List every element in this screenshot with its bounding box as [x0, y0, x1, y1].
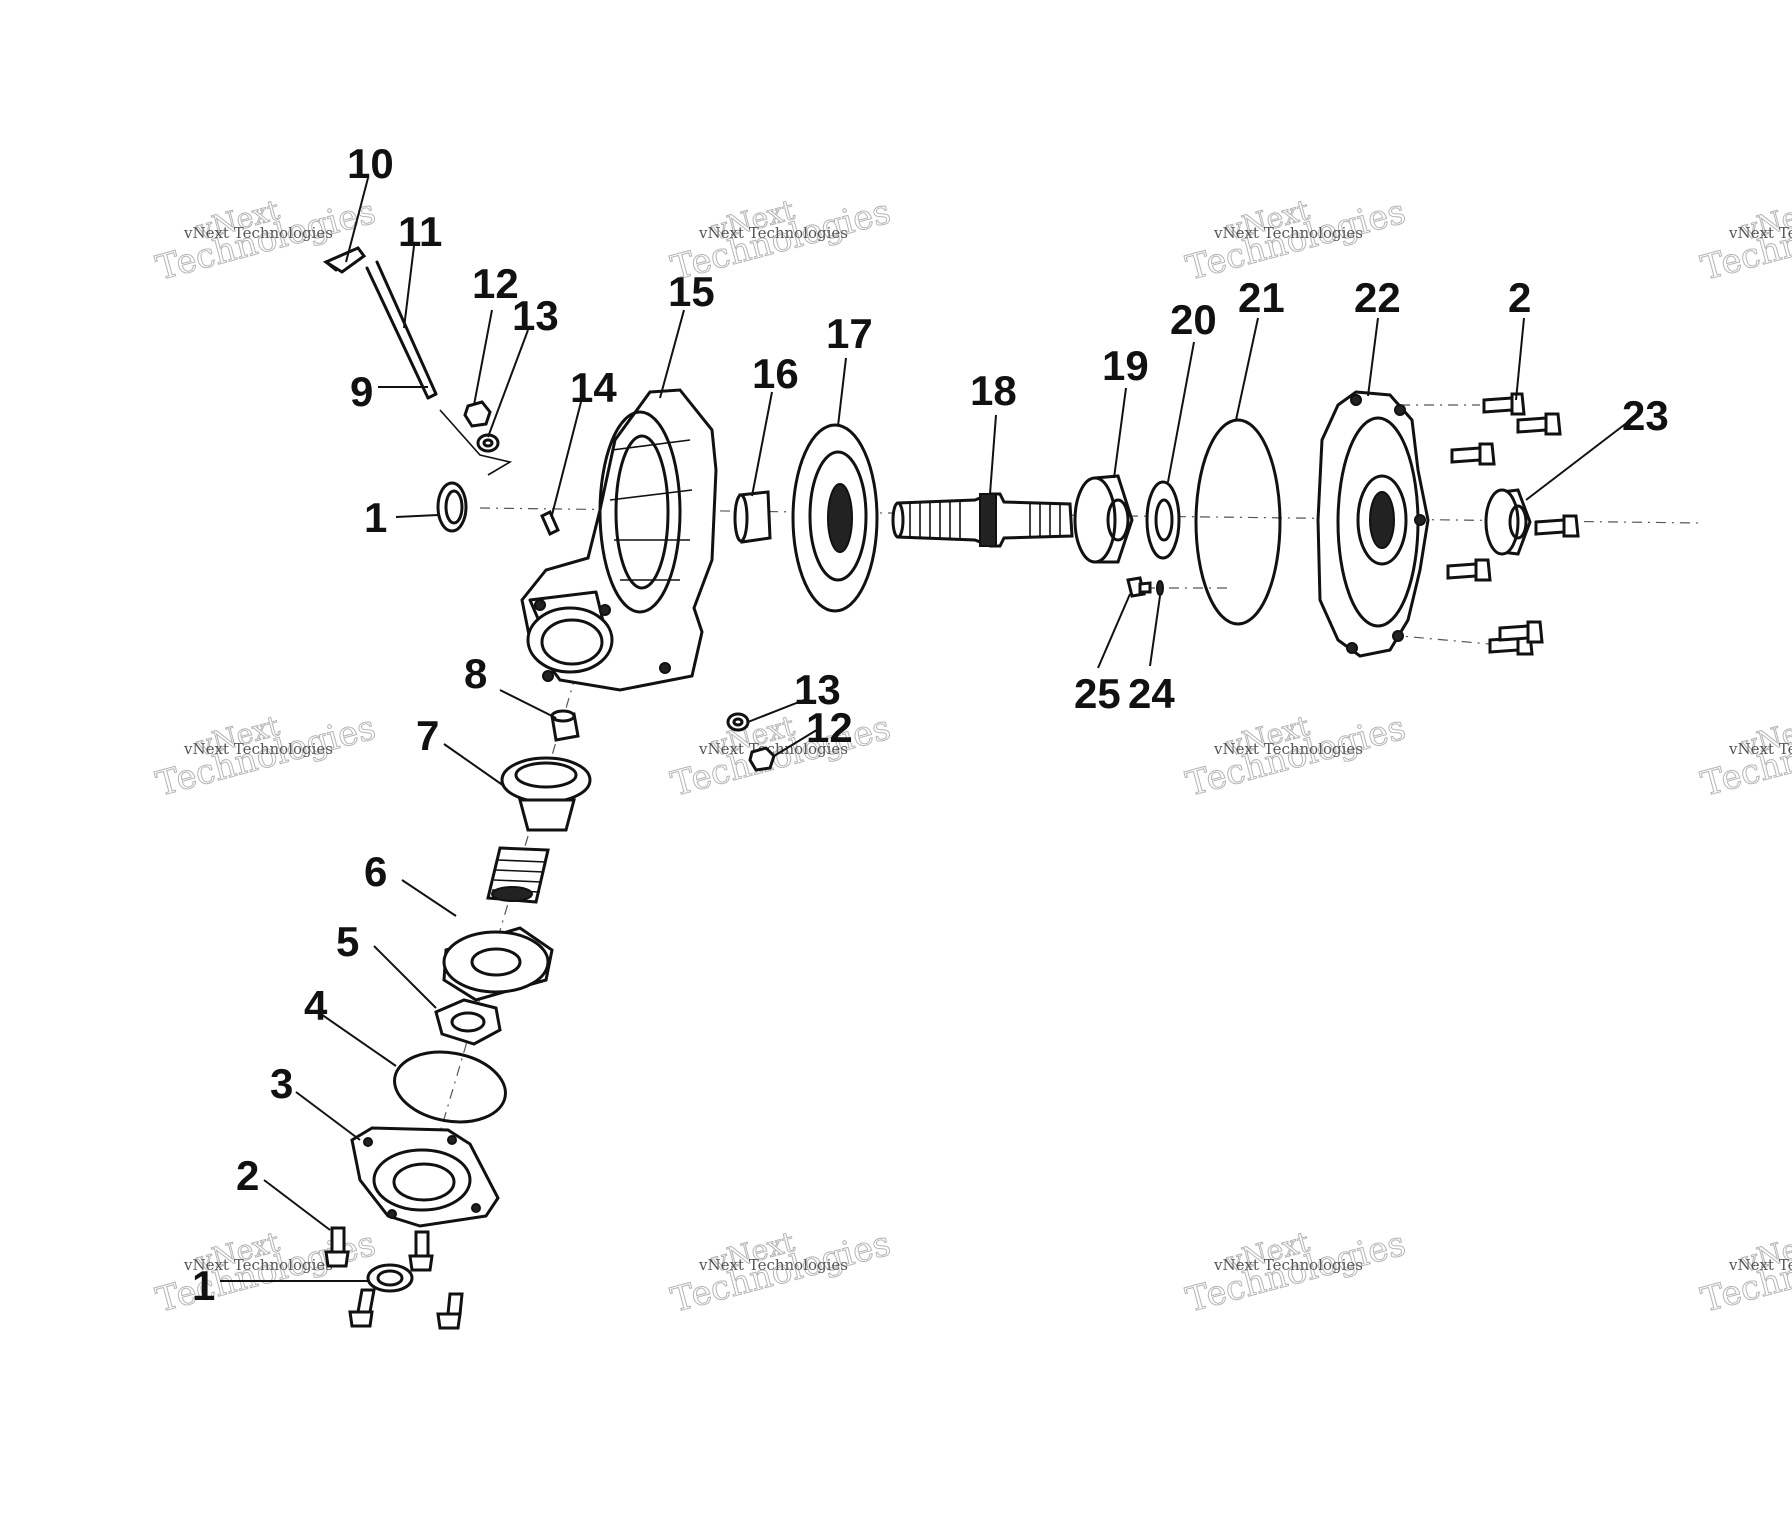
watermark: vNext Technologies vNext Technologies	[1181, 1223, 1410, 1321]
svg-text:vNext Technologies: vNext Technologies	[183, 740, 333, 758]
leader-lines	[220, 177, 1629, 1282]
callout-3: 3	[270, 1060, 293, 1107]
bolt	[1498, 620, 1544, 644]
callout-12: 12	[472, 260, 519, 307]
dipstick-assembly	[322, 246, 513, 476]
o-ring-small	[393, 1050, 507, 1124]
small-screw-and-washer	[1126, 576, 1164, 598]
svg-text:vNext Technologies: vNext Technologies	[1213, 224, 1363, 242]
bolt	[1450, 442, 1496, 466]
callout-18: 18	[970, 367, 1017, 414]
bolt	[348, 1288, 376, 1328]
callout-8: 8	[464, 650, 487, 697]
callout-1: 1	[192, 1262, 215, 1309]
callout-15: 15	[668, 268, 715, 315]
pinion-cover	[350, 1126, 500, 1228]
callout-11: 11	[398, 208, 442, 255]
callout-16: 16	[752, 350, 799, 397]
pinion-bushing	[550, 709, 580, 742]
pinion-gear	[486, 756, 592, 904]
svg-text:vNext Technologies: vNext Technologies	[698, 1256, 848, 1274]
watermark: vNext Technologies vNext Technologies	[666, 1223, 895, 1321]
callout-1: 1	[364, 494, 387, 541]
svg-text:vNext Technologies: vNext Technologies	[183, 224, 333, 242]
bolt	[1446, 558, 1492, 582]
svg-text:vNext Technologies: vNext Technologies	[698, 224, 848, 242]
watermark: vNext Technologies vNext Technologies	[151, 707, 380, 805]
bolts-right	[1446, 392, 1580, 656]
thrust-washer	[1145, 480, 1181, 560]
seal-right	[1484, 488, 1532, 556]
watermark: vNext Technologies vNext Technologies	[1696, 707, 1792, 805]
watermark: vNext Technologies vNext Technologies	[151, 1223, 380, 1321]
seal-lower	[366, 1263, 414, 1293]
watermark: vNext Technologies vNext Technologies	[1696, 1223, 1792, 1321]
watermark: vNext Technologies vNext Technologies	[151, 191, 380, 289]
watermark: vNext Technologies vNext Technologies	[1181, 707, 1410, 805]
bolt	[324, 1226, 350, 1268]
callout-10: 10	[347, 140, 394, 187]
callout-5: 5	[336, 918, 359, 965]
callout-7: 7	[416, 712, 439, 759]
callout-14: 14	[570, 364, 617, 411]
callout-4: 4	[304, 982, 328, 1029]
dowel-pin	[540, 509, 560, 537]
end-cover	[1316, 390, 1430, 658]
seal-top	[436, 481, 468, 533]
watermark: vNext Technologies vNext Technologies	[666, 707, 895, 805]
bushing	[733, 490, 772, 544]
drain-plug-lower	[726, 712, 776, 772]
bearing-small	[1073, 474, 1134, 564]
svg-text:vNext Technologies: vNext Technologies	[1213, 1256, 1363, 1274]
callout-13: 13	[512, 292, 559, 339]
callout-20: 20	[1170, 296, 1217, 343]
svg-text:vNext Technologies: vNext Technologies	[698, 740, 848, 758]
callout-13: 13	[794, 666, 841, 713]
svg-text:vNext Technologies: vNext Technologies	[1728, 740, 1792, 758]
callout-17: 17	[826, 310, 873, 357]
bolt	[408, 1230, 434, 1272]
svg-text:vNext Technologies: vNext Technologies	[1213, 740, 1363, 758]
output-shaft	[891, 492, 1074, 548]
svg-text:vNext Technologies: vNext Technologies	[183, 1256, 333, 1274]
svg-text:vNext Technologies: vNext Technologies	[1728, 224, 1792, 242]
gear-housing	[520, 388, 718, 692]
bolt	[1516, 412, 1562, 436]
hex-nut	[434, 998, 502, 1046]
callout-2: 2	[236, 1152, 259, 1199]
bearing-large	[791, 423, 879, 613]
callout-22: 22	[1354, 274, 1401, 321]
callout-23: 23	[1622, 392, 1669, 439]
o-ring-large	[1194, 418, 1282, 626]
callout-2: 2	[1508, 274, 1531, 321]
bolt	[436, 1292, 464, 1330]
callout-21: 21	[1238, 274, 1285, 321]
drain-plug-top	[463, 400, 500, 453]
callout-9: 9	[350, 368, 373, 415]
watermark: vNext Technologies vNext Technologies	[1696, 191, 1792, 289]
bolts-lower-left	[324, 1226, 464, 1330]
callout-25: 25	[1074, 670, 1121, 717]
callout-24: 24	[1128, 670, 1175, 717]
svg-text:vNext Technologies: vNext Technologies	[1728, 1256, 1792, 1274]
callout-6: 6	[364, 848, 387, 895]
callout-19: 19	[1102, 342, 1149, 389]
callout-12: 12	[806, 704, 853, 751]
bolt	[1482, 392, 1526, 416]
callout-labels: 10 11 9 12 13 14 15 1 16 17 18 19 20 21 …	[192, 140, 1669, 1309]
bolt	[1534, 514, 1580, 538]
pinion-bearing	[442, 926, 554, 1002]
